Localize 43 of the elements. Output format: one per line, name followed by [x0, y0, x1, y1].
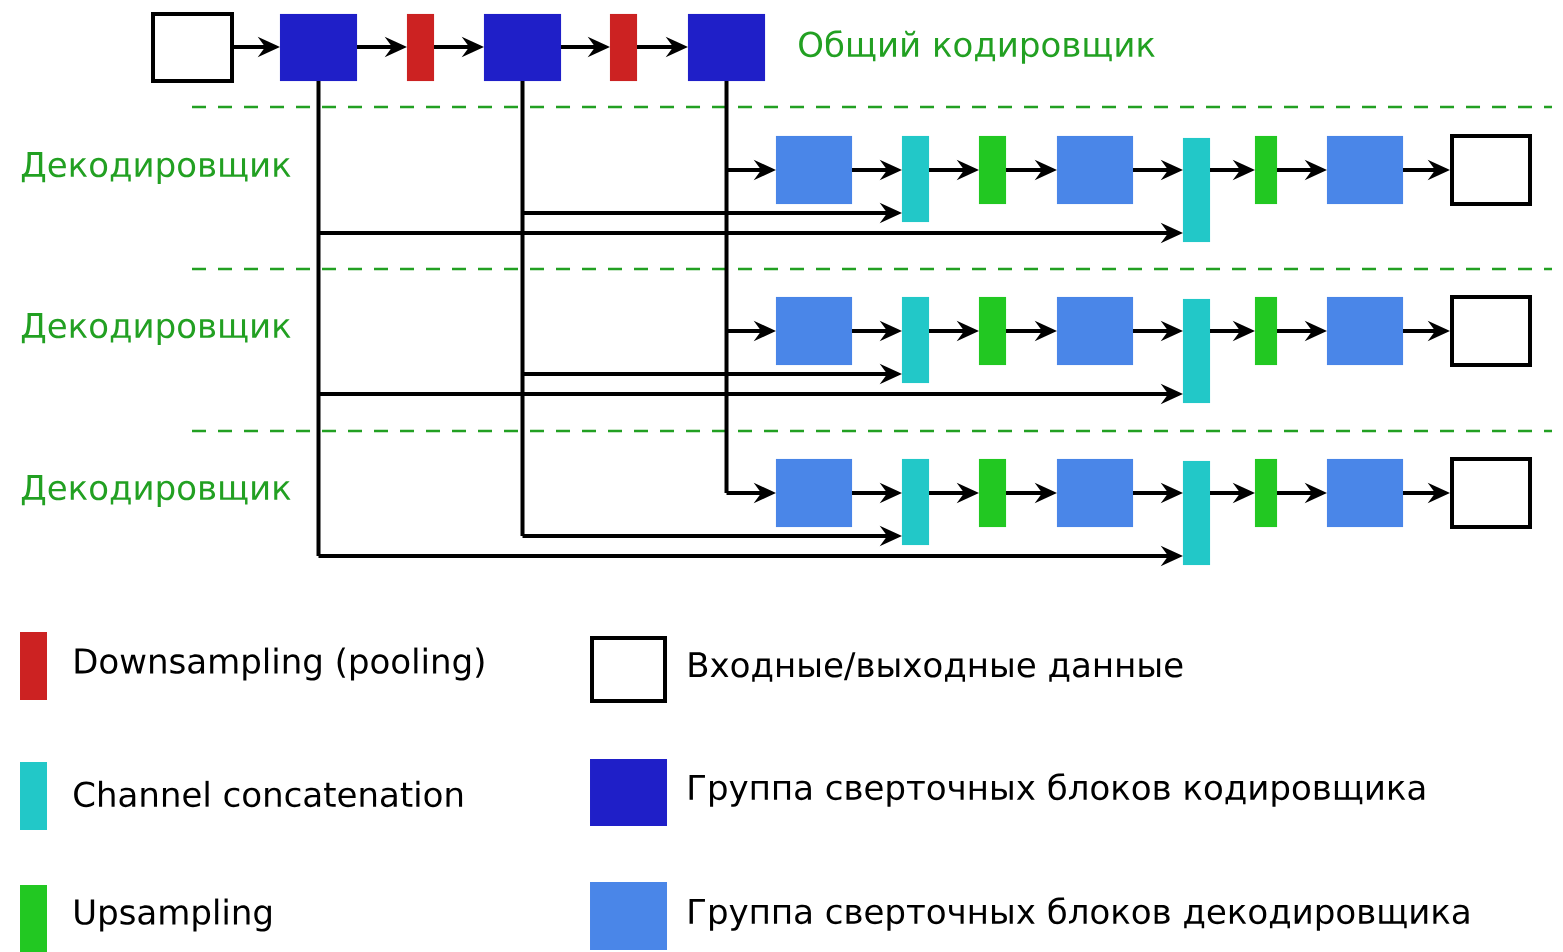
section-title: Общий кодировщик [799, 30, 1155, 64]
concat-bar [1182, 460, 1211, 566]
concat-bar [901, 296, 930, 384]
decoder-block [775, 296, 853, 366]
connector-line [724, 81, 729, 493]
upsampling-bar [1254, 135, 1278, 205]
upsampling-bar [978, 135, 1007, 205]
legend-text: Upsampling [75, 898, 271, 932]
decoder-block [775, 135, 853, 205]
decoder-block [1056, 135, 1134, 205]
legend-text: Группа сверточных блоков кодировщика [689, 773, 1425, 807]
upsampling-bar [978, 296, 1007, 366]
encoder-block [687, 13, 766, 82]
section-label: Декодировщик [21, 313, 291, 345]
concat-bar [901, 458, 930, 546]
decoder-block [1326, 296, 1404, 366]
section-label: Декодировщик [21, 475, 291, 507]
upsampling-bar [978, 458, 1007, 528]
data-box [151, 12, 234, 83]
concat-bar [1182, 137, 1211, 243]
pooling-bar [609, 13, 638, 82]
legend-text: Downsampling (pooling) [75, 647, 484, 681]
concat-bar [1182, 298, 1211, 404]
decoder-block [1056, 458, 1134, 528]
encoder-block [483, 13, 562, 82]
encoder-block [279, 13, 358, 82]
pooling-bar [406, 13, 435, 82]
decoder-block [1326, 458, 1404, 528]
decoder-block [1056, 296, 1134, 366]
data-box [1450, 134, 1532, 206]
connector-line [316, 81, 321, 556]
decoder-block [775, 458, 853, 528]
legend-text: Группа сверточных блоков декодировщика [689, 897, 1469, 931]
data-box [1450, 295, 1532, 367]
upsampling-bar [1254, 296, 1278, 366]
legend-text: Channel concatenation [74, 780, 463, 808]
concat-bar [901, 135, 930, 223]
upsampling-bar [1254, 458, 1278, 528]
decoder-block [1326, 135, 1404, 205]
data-box [1450, 457, 1532, 529]
section-label: Декодировщик [21, 152, 291, 184]
legend-text: Входные/выходные данные [689, 652, 1183, 682]
connector-line [520, 81, 525, 536]
